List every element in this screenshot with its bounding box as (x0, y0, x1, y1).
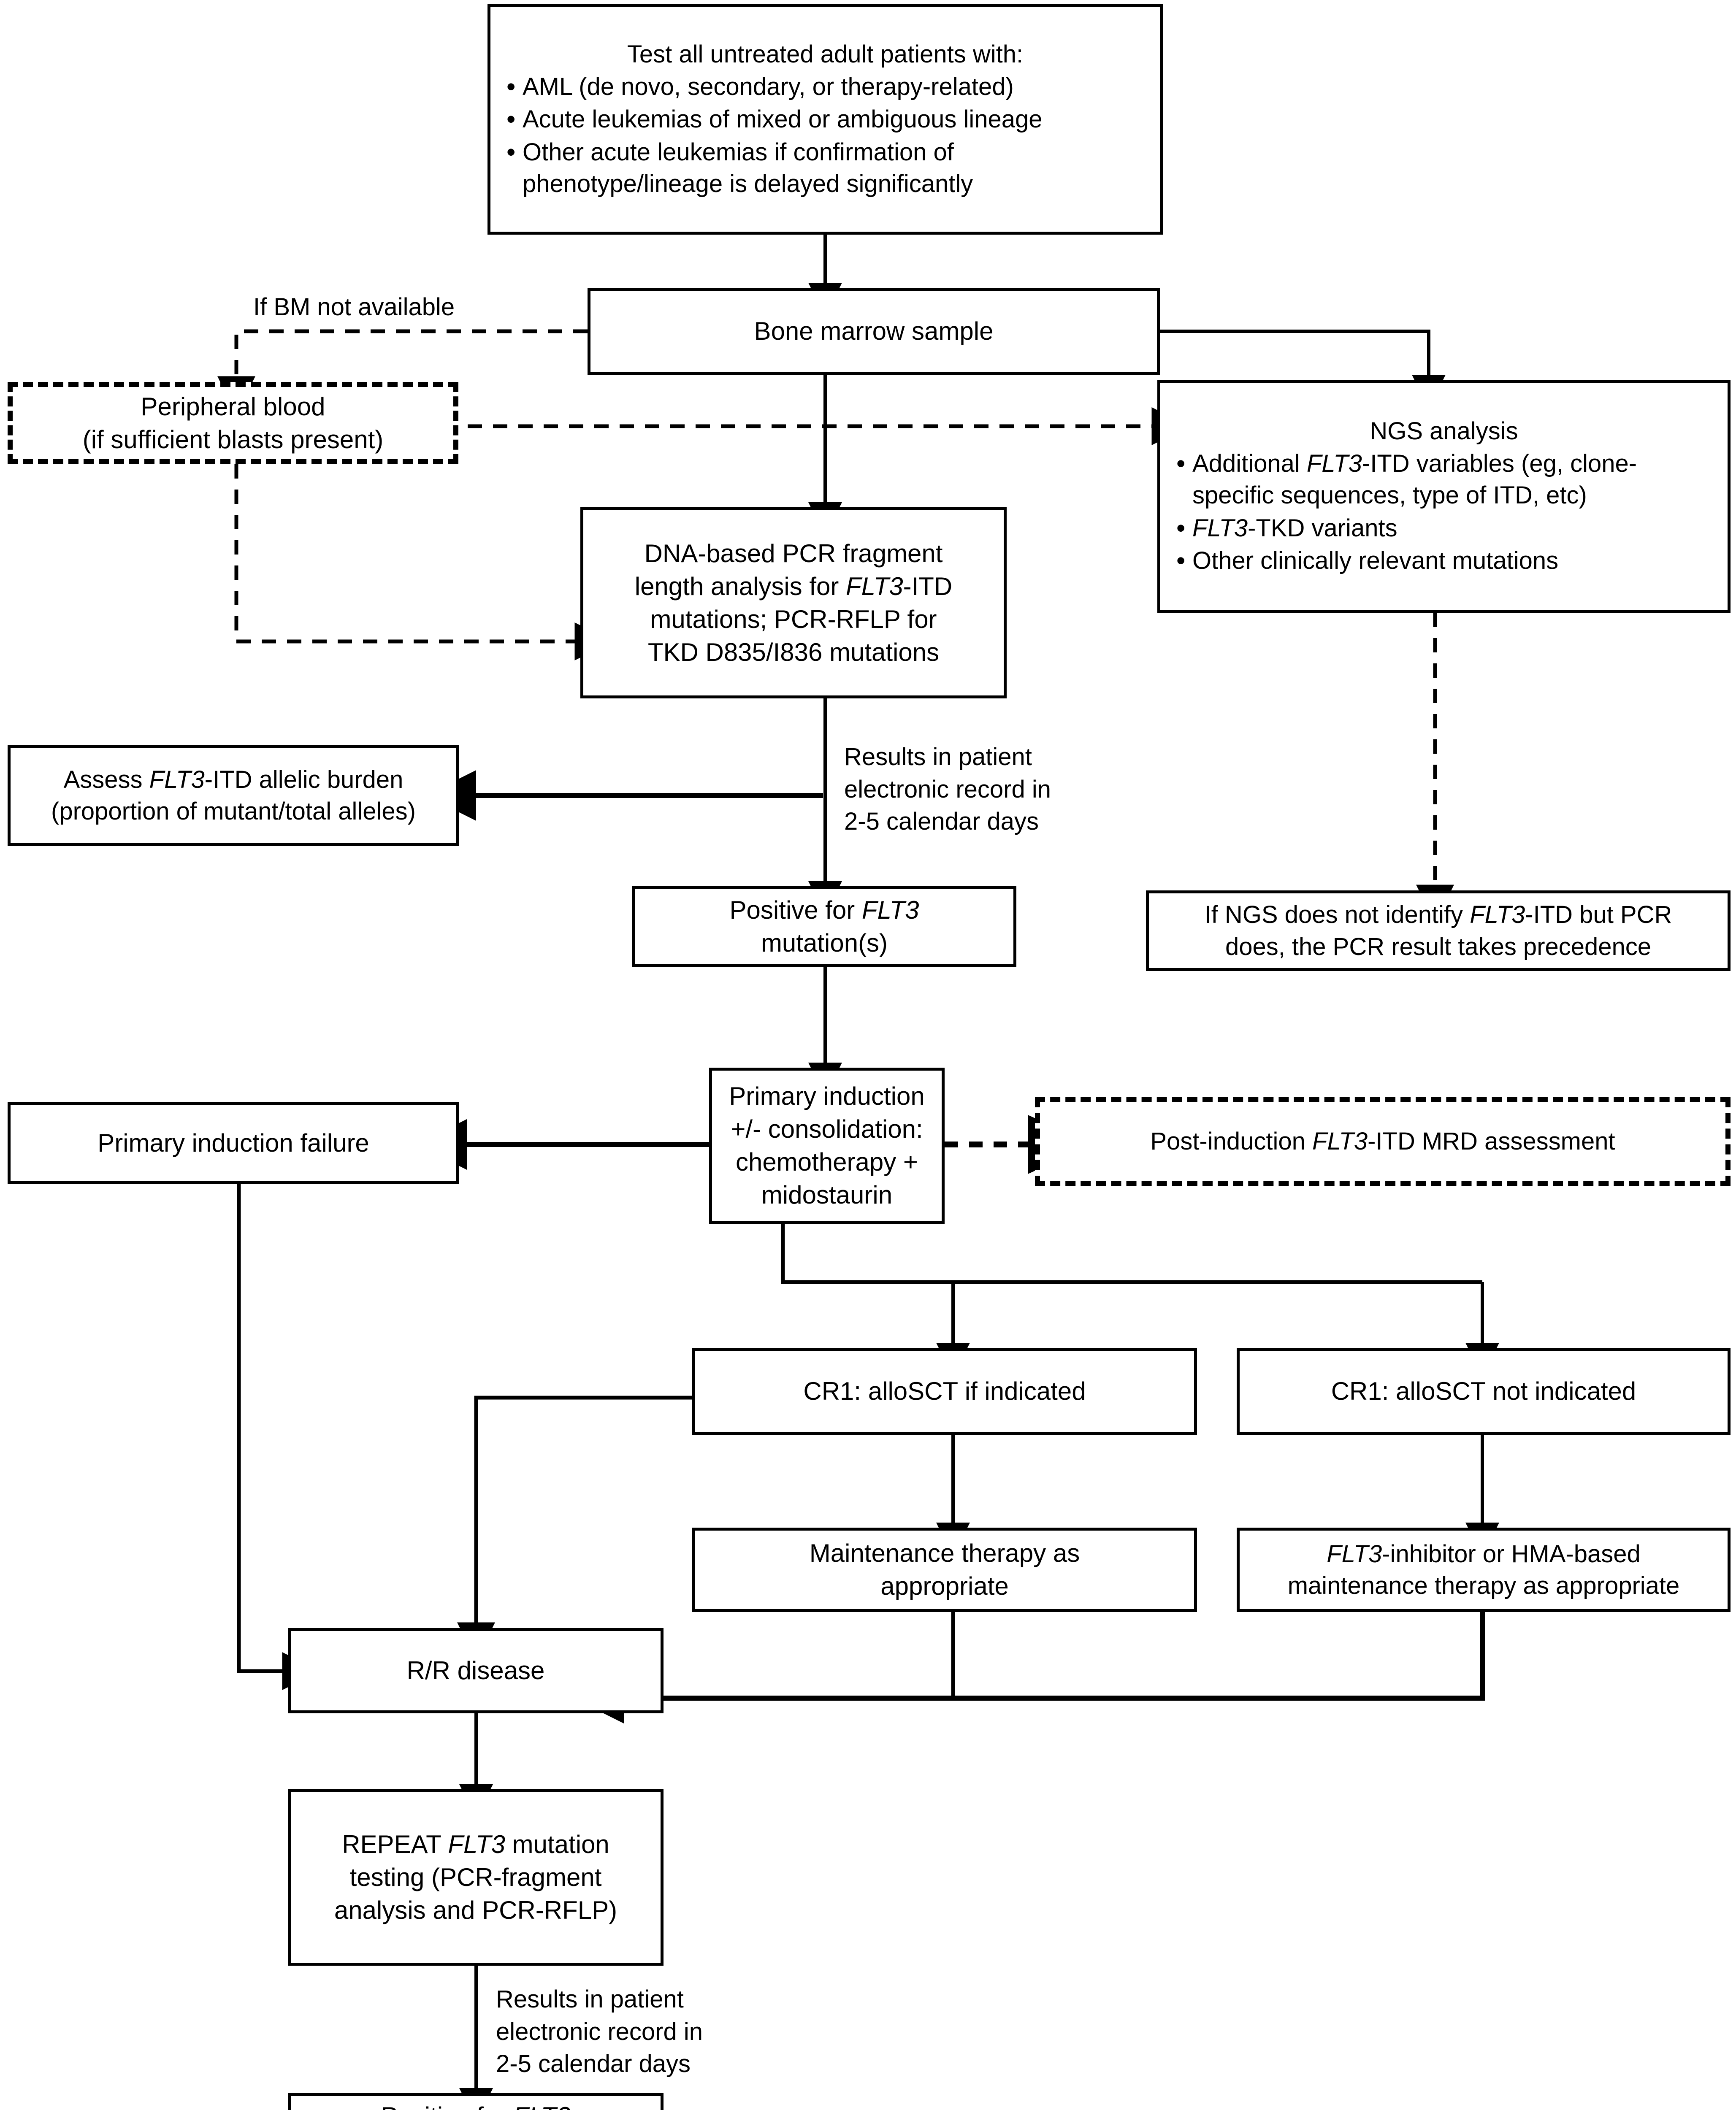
results-top-l3: 2-5 calendar days (844, 808, 1039, 836)
node-maintenance-therapy[interactable]: Maintenance therapy as appropriate (692, 1528, 1197, 1612)
label-if-bm-not-available: If BM not available (253, 291, 549, 324)
ngs-content: NGS analysis Additional FLT3-ITD variabl… (1160, 415, 1728, 578)
peripheral-blood-line2: (if sufficient blasts present) (82, 425, 384, 454)
primary-induction-label: Primary induction +/- consolidation: che… (712, 1080, 942, 1212)
node-ngs-precedence[interactable]: If NGS does not identify FLT3-ITD but PC… (1146, 890, 1731, 971)
repeat-testing-label: REPEAT FLT3 mutation testing (PCR-fragme… (291, 1828, 661, 1927)
results-bottom-l3: 2-5 calendar days (496, 2050, 691, 2078)
rr-disease-label: R/R disease (406, 1656, 545, 1685)
repeat-line1-post: mutation (505, 1830, 609, 1858)
results-bottom-l1: Results in patient (496, 1986, 684, 2013)
cr1-indicated-label: CR1: alloSCT if indicated (803, 1377, 1086, 1405)
positive-top-line1-pre: Positive for (729, 895, 862, 924)
pcr-line2-pre: length analysis for (634, 572, 846, 601)
peripheral-blood-label: Peripheral blood (if sufficient blasts p… (13, 390, 453, 456)
cr1-not-indicated-label: CR1: alloSCT not indicated (1331, 1377, 1636, 1405)
mrd-italic: FLT3 (1312, 1128, 1368, 1155)
label-results-top: Results in patient electronic record in … (844, 741, 1097, 838)
positive-top-line2: mutation(s) (761, 928, 888, 957)
allelic-line1-pre: Assess (63, 766, 149, 793)
mrd-post: -ITD MRD assessment (1368, 1128, 1615, 1155)
node-cr1-allosct-indicated[interactable]: CR1: alloSCT if indicated (692, 1348, 1197, 1435)
test-all-content: Test all untreated adult patients with: … (490, 38, 1160, 201)
test-all-bullet: AML (de novo, secondary, or therapy-rela… (503, 70, 1147, 104)
edge-induction-fork (781, 1224, 1482, 1284)
test-all-bullet: Other acute leukemias if confirmation of… (503, 135, 1147, 200)
positive-bottom-line1-italic: FLT3 (513, 2102, 571, 2110)
node-ngs-analysis[interactable]: NGS analysis Additional FLT3-ITD variabl… (1157, 380, 1731, 613)
ngs-bullet: Additional FLT3-ITD variables (eg, clone… (1173, 447, 1715, 511)
edge-bm-to-peripheral (217, 329, 588, 414)
node-pcr-analysis[interactable]: DNA-based PCR fragment length analysis f… (580, 507, 1007, 698)
node-positive-flt3-top[interactable]: Positive for FLT3 mutation(s) (632, 886, 1016, 967)
allelic-line1-italic: FLT3 (149, 766, 205, 793)
maintenance-line1: Maintenance therapy as (809, 1539, 1080, 1567)
peripheral-blood-line1: Peripheral blood (141, 392, 325, 421)
pcr-label: DNA-based PCR fragment length analysis f… (583, 537, 1004, 669)
results-top-l1: Results in patient (844, 743, 1032, 771)
edge-bm-to-ngs (1160, 330, 1446, 408)
pcr-line2-post: -ITD (903, 572, 953, 601)
precedence-line1-pre: If NGS does not identify (1204, 901, 1470, 929)
node-primary-induction[interactable]: Primary induction +/- consolidation: che… (709, 1068, 945, 1224)
repeat-line2: testing (PCR-fragment (349, 1863, 602, 1891)
mrd-pre: Post-induction (1150, 1128, 1313, 1155)
node-cr1-allosct-not-indicated[interactable]: CR1: alloSCT not indicated (1237, 1348, 1731, 1435)
test-all-bullet: Acute leukemias of mixed or ambiguous li… (503, 103, 1147, 136)
flt3maint-line1-italic: FLT3 (1327, 1540, 1382, 1568)
node-primary-induction-failure[interactable]: Primary induction failure (8, 1102, 459, 1184)
pcr-line3: mutations; PCR-RFLP for (650, 605, 937, 633)
node-flt3-hma-maintenance[interactable]: FLT3-inhibitor or HMA-based maintenance … (1237, 1528, 1731, 1612)
edge-peripheral-to-pcr (234, 464, 613, 660)
positive-bottom-label: Positive for FLT3 mutation(s) (291, 2100, 661, 2110)
label-results-bottom: Results in patient electronic record in … (496, 1983, 749, 2080)
edge-flt3maint-to-rr (573, 1612, 1485, 1723)
ngs-bullet: Other clinically relevant mutations (1173, 544, 1715, 578)
bone-marrow-label: Bone marrow sample (754, 317, 994, 345)
positive-top-line1-italic: FLT3 (861, 895, 919, 924)
edge-failure-to-rr (237, 1184, 320, 1690)
node-mrd-assessment[interactable]: Post-induction FLT3-ITD MRD assessment (1035, 1097, 1731, 1186)
flt3-maintenance-label: FLT3-inhibitor or HMA-based maintenance … (1240, 1538, 1728, 1602)
induction-failure-label: Primary induction failure (97, 1129, 369, 1157)
precedence-line1-italic: FLT3 (1470, 901, 1525, 929)
induction-line2: +/- consolidation: (731, 1115, 923, 1143)
flt3maint-line2: maintenance therapy as appropriate (1287, 1572, 1680, 1599)
edge-cr1-left-to-rr (457, 1396, 692, 1661)
allelic-line1-post: -ITD allelic burden (204, 766, 404, 793)
induction-line3: chemotherapy + midostaurin (736, 1148, 918, 1209)
allelic-burden-label: Assess FLT3-ITD allelic burden (proporti… (11, 764, 456, 828)
node-test-all-patients[interactable]: Test all untreated adult patients with: … (487, 4, 1163, 235)
results-bottom-l2: electronic record in (496, 2018, 703, 2045)
allelic-line2: (proportion of mutant/total alleles) (51, 798, 416, 825)
precedence-line2: does, the PCR result takes precedence (1225, 933, 1652, 960)
results-top-l2: electronic record in (844, 775, 1051, 803)
maintenance-line2: appropriate (880, 1572, 1009, 1600)
repeat-line1-pre: REPEAT (342, 1830, 448, 1858)
node-positive-flt3-bottom[interactable]: Positive for FLT3 mutation(s) (288, 2093, 664, 2110)
flt3maint-line1-post: -inhibitor or HMA-based (1382, 1540, 1641, 1568)
positive-top-label: Positive for FLT3 mutation(s) (635, 894, 1013, 960)
node-peripheral-blood[interactable]: Peripheral blood (if sufficient blasts p… (8, 382, 458, 464)
ngs-precedence-label: If NGS does not identify FLT3-ITD but PC… (1149, 899, 1728, 963)
pcr-line4: TKD D835/I836 mutations (647, 638, 940, 666)
node-repeat-flt3-testing[interactable]: REPEAT FLT3 mutation testing (PCR-fragme… (288, 1789, 664, 1966)
pcr-line1: DNA-based PCR fragment (644, 539, 943, 568)
pcr-line2-italic: FLT3 (846, 572, 903, 601)
ngs-heading: NGS analysis (1370, 417, 1518, 445)
ngs-bullet: FLT3-TKD variants (1173, 511, 1715, 545)
node-bone-marrow-sample[interactable]: Bone marrow sample (588, 288, 1160, 375)
repeat-line3: analysis and PCR-RFLP) (334, 1896, 617, 1924)
induction-line1: Primary induction (729, 1082, 925, 1110)
if-bm-text: If BM not available (253, 293, 455, 321)
test-all-heading: Test all untreated adult patients with: (627, 40, 1024, 68)
maintenance-label: Maintenance therapy as appropriate (695, 1537, 1194, 1603)
mrd-label: Post-induction FLT3-ITD MRD assessment (1040, 1125, 1725, 1157)
positive-bottom-line1-pre: Positive for (381, 2102, 513, 2110)
precedence-line1-post: -ITD but PCR (1525, 901, 1672, 929)
node-rr-disease[interactable]: R/R disease (288, 1628, 664, 1713)
repeat-line1-italic: FLT3 (448, 1830, 505, 1858)
node-assess-allelic-burden[interactable]: Assess FLT3-ITD allelic burden (proporti… (8, 745, 459, 846)
